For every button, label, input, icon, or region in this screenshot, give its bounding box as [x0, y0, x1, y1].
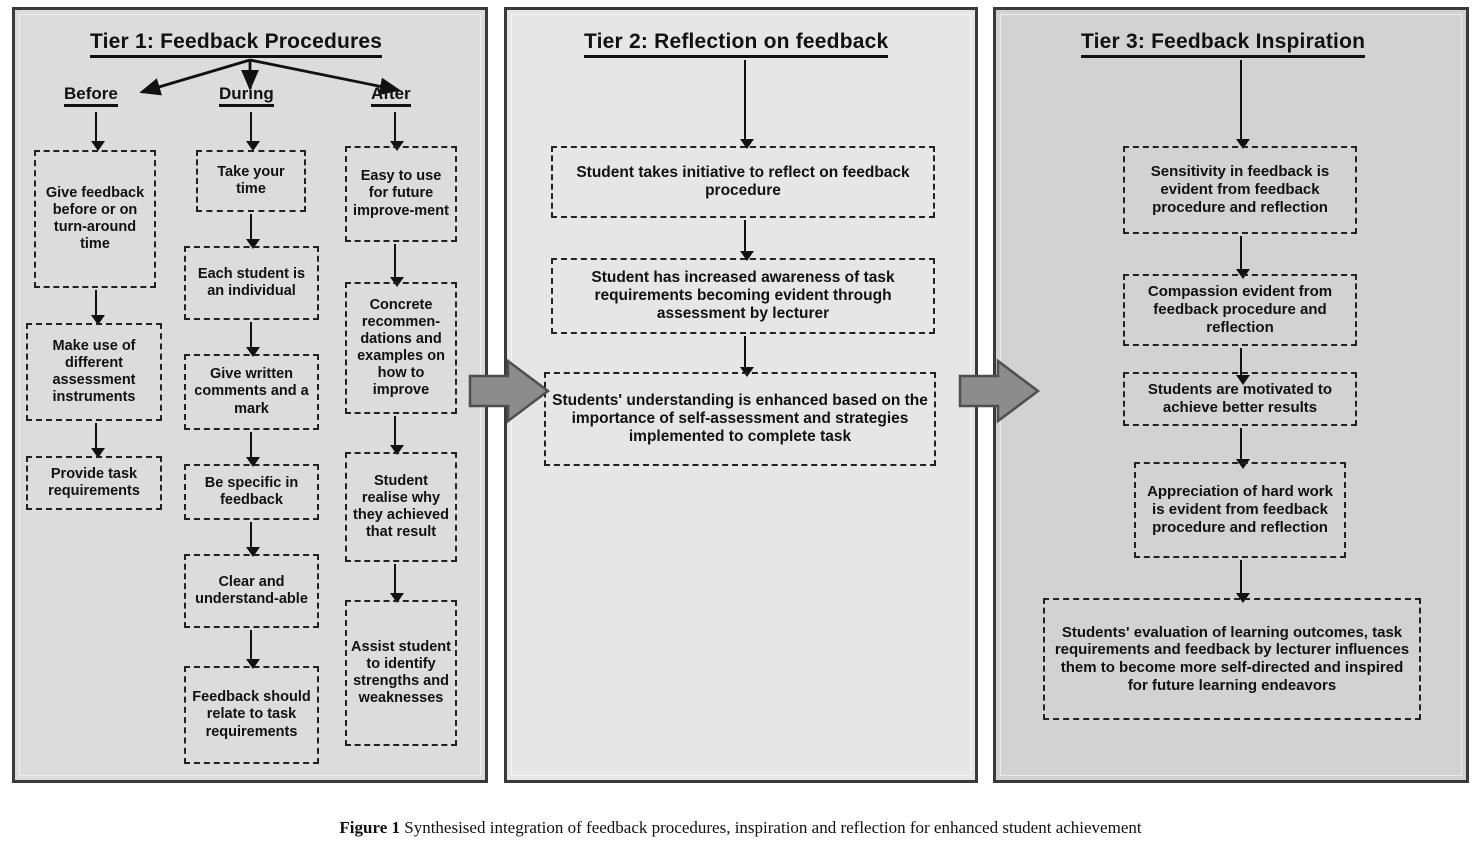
tier1-column-header-after: After — [371, 84, 411, 107]
arrow-tier2-title-to-box1 — [739, 60, 754, 149]
tier3-title: Tier 3: Feedback Inspiration — [1081, 30, 1366, 58]
arrow-tier3-2-3 — [1235, 348, 1250, 385]
tier1-after-box-1: Easy to use for future improve-ment — [345, 146, 457, 242]
tier1-after-box-3: Student realise why they achieved that r… — [345, 452, 457, 562]
tier1-column-header-during: During — [219, 84, 274, 107]
arrow-during-1-2 — [245, 214, 260, 249]
figure-caption: Figure 1 Synthesised integration of feed… — [0, 818, 1481, 838]
tier1-before-box-1: Give feedback before or on turn-around t… — [34, 150, 156, 288]
arrow-during-5-6 — [245, 630, 260, 669]
tier1-before-box-3: Provide task requirements — [26, 456, 162, 510]
arrow-tier3-4-5 — [1235, 560, 1250, 603]
tier2-panel — [504, 7, 978, 783]
tier3-box-1: Sensitivity in feedback is evident from … — [1123, 146, 1357, 234]
tier1-during-box-2: Each student is an individual — [184, 246, 319, 320]
tier3-box-3: Students are motivated to achieve better… — [1123, 372, 1357, 426]
figure-caption-label: Figure 1 — [339, 818, 400, 837]
tier3-panel — [993, 7, 1469, 783]
tier1-during-box-6: Feedback should relate to task requireme… — [184, 666, 319, 764]
tier1-after-box-4: Assist student to identify strengths and… — [345, 600, 457, 746]
arrow-before-to-box1 — [90, 112, 105, 151]
tier2-box-3: Students' understanding is enhanced base… — [544, 372, 936, 466]
arrow-tier3-title-to-box1 — [1235, 60, 1250, 149]
arrow-after-2-3 — [389, 416, 404, 455]
tier1-column-header-before: Before — [64, 84, 118, 107]
arrow-during-3-4 — [245, 432, 260, 467]
tier1-during-box-3: Give written comments and a mark — [184, 354, 319, 430]
arrow-tier3-3-4 — [1235, 428, 1250, 469]
tier1-during-box-1: Take your time — [196, 150, 306, 212]
arrow-after-1-2 — [389, 244, 404, 287]
tier3-box-5: Students' evaluation of learning outcome… — [1043, 598, 1421, 720]
arrow-tier2-1-2 — [739, 220, 754, 261]
arrow-tier2-2-3 — [739, 336, 754, 377]
arrow-before-2-3 — [90, 423, 105, 458]
tier2-title: Tier 2: Reflection on feedback — [584, 30, 889, 58]
tier1-to-tier2-block-arrow — [468, 358, 551, 424]
tier3-box-2: Compassion evident from feedback procedu… — [1123, 274, 1357, 346]
arrow-before-1-2 — [90, 290, 105, 325]
arrow-tier3-1-2 — [1235, 236, 1250, 279]
tier2-to-tier3-block-arrow — [958, 358, 1041, 424]
tier2-box-1: Student takes initiative to reflect on f… — [551, 146, 935, 218]
arrow-after-3-4 — [389, 564, 404, 603]
tier1-during-box-5: Clear and understand-able — [184, 554, 319, 628]
figure-caption-text: Synthesised integration of feedback proc… — [400, 818, 1142, 837]
tier3-box-4: Appreciation of hard work is evident fro… — [1134, 462, 1346, 558]
arrow-during-4-5 — [245, 522, 260, 557]
tier1-before-box-2: Make use of different assessment instrum… — [26, 323, 162, 421]
tier1-title: Tier 1: Feedback Procedures — [90, 30, 383, 58]
tier2-box-2: Student has increased awareness of task … — [551, 258, 935, 334]
arrow-during-to-box1 — [245, 112, 260, 151]
arrow-during-2-3 — [245, 322, 260, 357]
tier1-during-box-4: Be specific in feedback — [184, 464, 319, 520]
tier1-after-box-2: Concrete recommen-dations and examples o… — [345, 282, 457, 414]
arrow-after-to-box1 — [389, 112, 404, 151]
